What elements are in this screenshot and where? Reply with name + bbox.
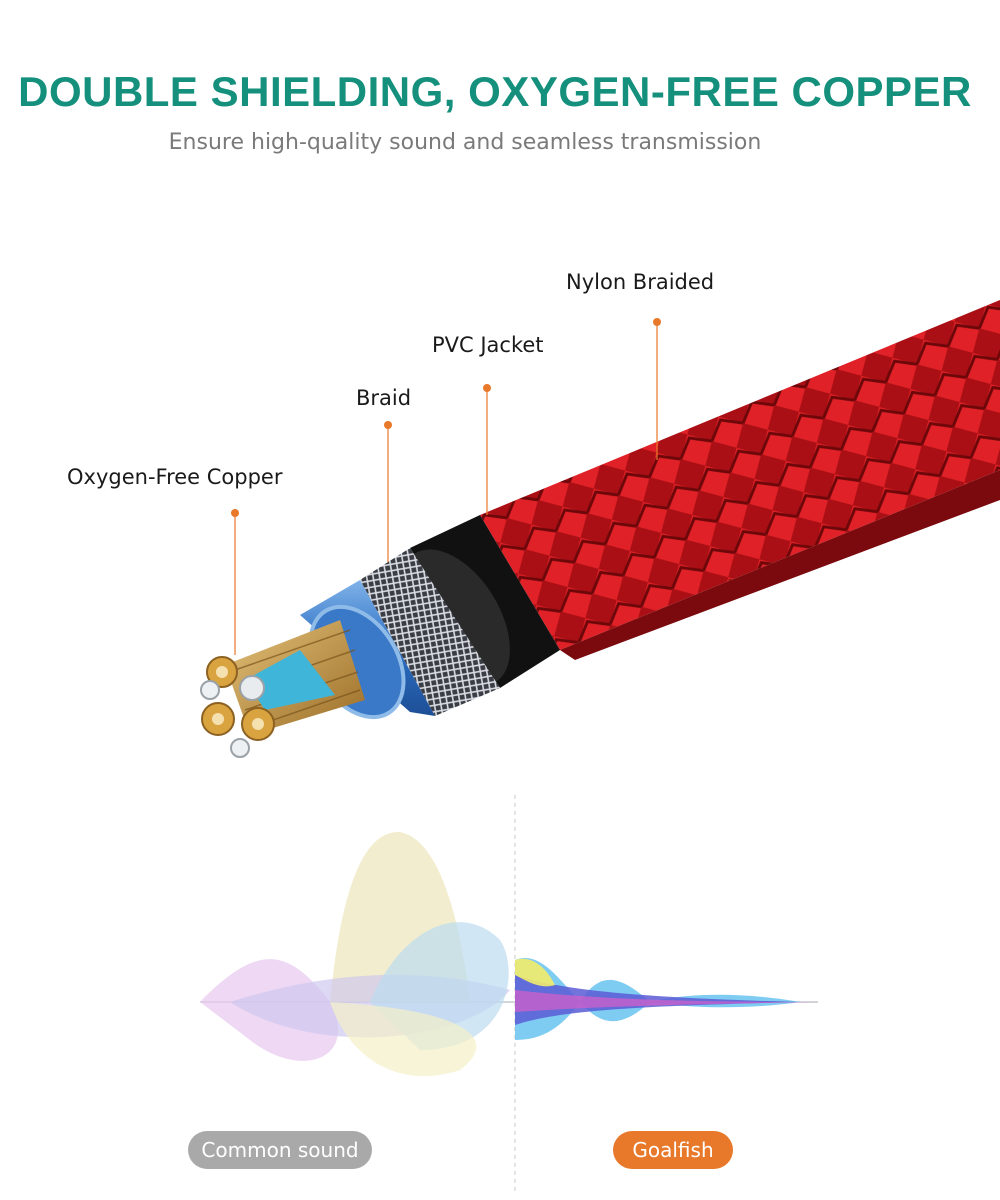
callout-nylon-braided: Nylon Braided [566, 270, 715, 294]
braid-marker-dot [384, 421, 392, 429]
callout-oxygen-free-copper: Oxygen-Free Copper [67, 465, 283, 489]
goalfish-badge: Goalfish [613, 1131, 733, 1169]
pvc-marker-dot [483, 384, 491, 392]
common-sound-badge: Common sound [188, 1131, 372, 1169]
callout-lines [234, 322, 658, 655]
callout-braid: Braid [356, 386, 412, 410]
copper-core [200, 620, 365, 758]
copper-marker-dot [231, 509, 239, 517]
page-title: DOUBLE SHIELDING, OXYGEN-FREE COPPER [18, 68, 972, 115]
metal-braid-layer [360, 548, 500, 716]
callout-pvc-jacket: PVC Jacket [432, 333, 544, 357]
waveform-comparison [200, 795, 818, 1195]
nylon-marker-dot [653, 318, 661, 326]
page-subtitle: Ensure high-quality sound and seamless t… [168, 130, 762, 155]
nylon-braid-layer [480, 300, 1000, 660]
